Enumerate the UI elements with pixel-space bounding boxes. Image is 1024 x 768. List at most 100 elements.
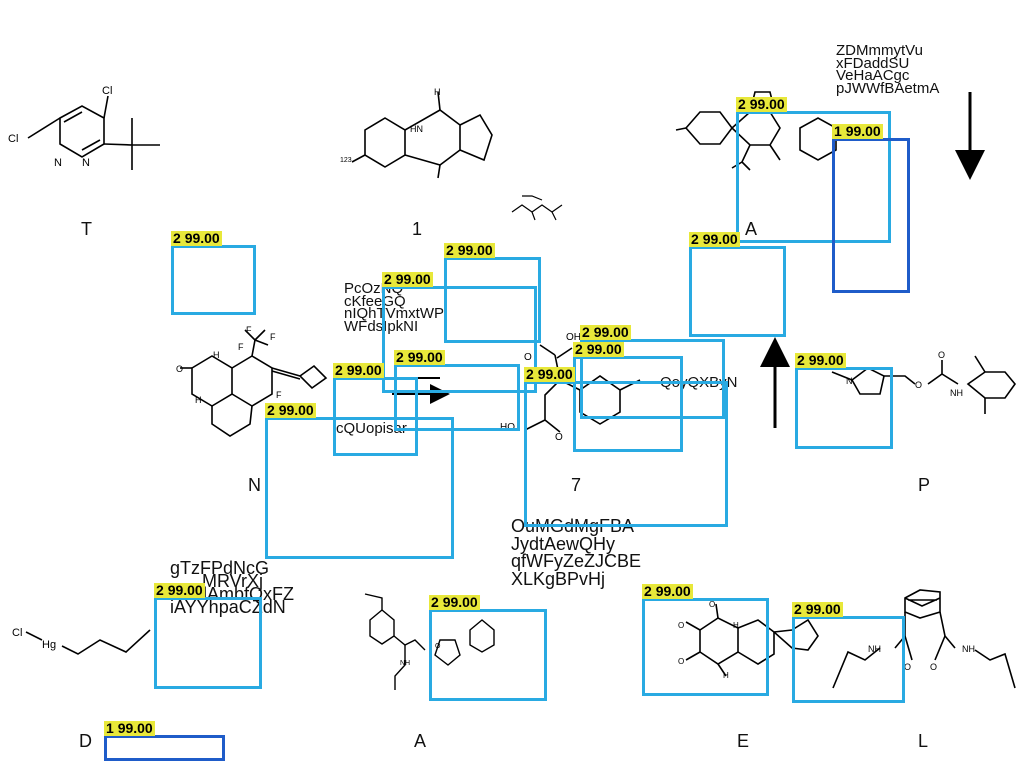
atom-label: O <box>915 380 922 390</box>
atom-label: Cl <box>8 133 18 145</box>
detection-box[interactable]: 1 99.00 <box>104 721 225 761</box>
detection-box[interactable]: 2 99.00 <box>429 595 547 701</box>
atom-label: NH <box>868 644 881 654</box>
text-line: VeHaACgc <box>836 67 910 84</box>
atom-label: NH <box>400 660 410 667</box>
detection-box[interactable]: 2 99.00 <box>394 350 520 431</box>
detection-tag: 2 99.00 <box>154 582 205 598</box>
detection-box[interactable]: 2 99.00 <box>642 584 769 696</box>
text-line: iAYYhpaCZdN <box>170 597 286 617</box>
detection-tag: 1 99.00 <box>104 720 155 736</box>
grid-label: 1 <box>412 219 423 239</box>
grid-label: L <box>918 731 929 751</box>
atom-label: O <box>555 432 563 443</box>
molecule-fragment-small <box>511 195 563 221</box>
detection-box[interactable]: 2 99.00 <box>580 325 725 419</box>
atom-label: F <box>270 332 276 342</box>
detection-box[interactable]: 2 99.00 <box>736 97 891 243</box>
detection-box[interactable]: 2 99.00 <box>333 363 418 456</box>
detection-tag: 2 99.00 <box>795 352 846 368</box>
text-block-top-right: ZDMmmytVu xFDaddSU VeHaACgc pJWWfBAetmA <box>836 42 940 97</box>
molecule-l: NH NH O O <box>832 589 1016 689</box>
atom-label: O <box>709 600 715 609</box>
detection-tag: 2 99.00 <box>573 341 624 357</box>
detection-tag: 2 99.00 <box>429 594 480 610</box>
grid-label: 7 <box>571 475 582 495</box>
text-single-left: cQUopisar <box>336 420 407 437</box>
atom-label: O <box>930 662 937 672</box>
detection-box[interactable]: 2 99.00 <box>524 367 728 527</box>
text-line: WFdsIpkNI <box>344 317 419 335</box>
atom-label: O <box>678 657 684 666</box>
atom-label: HO <box>500 422 515 433</box>
detection-tag: 2 99.00 <box>171 230 222 246</box>
grid-label: E <box>737 731 750 751</box>
detection-tag: 2 99.00 <box>333 362 384 378</box>
atom-label: OH <box>566 332 581 343</box>
atom-label: H <box>733 621 739 630</box>
atom-label: O <box>904 662 911 672</box>
atom-label: O <box>524 352 532 363</box>
detection-tag: 2 99.00 <box>792 601 843 617</box>
detection-box[interactable]: 2 99.00 <box>171 231 256 315</box>
atom-label: O <box>938 350 945 360</box>
molecule-a-bottom: NH O <box>364 593 495 690</box>
detection-tag: 2 99.00 <box>382 271 433 287</box>
atom-label: NH <box>950 388 963 398</box>
text-line: gTzFPdNcG <box>170 558 270 578</box>
detection-tag: 2 99.00 <box>444 242 495 258</box>
molecule-t: Cl Cl N N <box>8 85 160 170</box>
detection-tag: 2 99.00 <box>524 366 575 382</box>
detection-tag: 2 99.00 <box>394 349 445 365</box>
atom-label: N <box>54 157 62 169</box>
atom-label: O <box>176 364 183 374</box>
detection-box[interactable]: 2 99.00 <box>265 403 454 559</box>
text-line: MRVrXj <box>202 571 264 591</box>
molecule-n: O H H F F F F <box>176 325 328 437</box>
text-line: pJWWfBAetmA <box>836 79 940 97</box>
detection-box[interactable]: 2 99.00 <box>444 243 541 343</box>
detection-tag: 2 99.00 <box>642 583 693 599</box>
detection-box[interactable]: 2 99.00 <box>154 583 262 689</box>
atom-label: H <box>434 87 441 97</box>
text-line: qfWFyZeZJCBE <box>511 551 642 571</box>
detection-tag: 2 99.00 <box>580 324 631 340</box>
atom-label: HN <box>410 124 423 134</box>
atom-label: H <box>195 395 202 405</box>
detection-box[interactable]: 2 99.00 <box>573 342 683 452</box>
text-line: XLKgBPvHj <box>511 568 606 589</box>
detection-tag: 2 99.00 <box>689 231 740 247</box>
atom-label: F <box>238 342 244 352</box>
atom-label: N <box>82 157 90 169</box>
grid-label: T <box>81 219 92 239</box>
molecule-d: Cl Hg <box>12 627 151 655</box>
grid-label: N <box>248 475 261 495</box>
detection-box[interactable]: 2 99.00 <box>795 353 893 449</box>
detection-box[interactable]: 2 99.00 <box>382 272 537 393</box>
atom-label: F <box>246 325 252 335</box>
atom-label: N <box>846 376 853 386</box>
text-line: ZDMmmytVu <box>836 42 923 59</box>
grid-label: A <box>414 731 427 751</box>
detection-tag: 2 99.00 <box>265 402 316 418</box>
atom-label: H <box>213 350 220 360</box>
atom-label: Hg <box>42 639 56 651</box>
atom-label: 123 <box>340 157 352 164</box>
molecule-1: HN H 123 <box>340 87 493 179</box>
detection-box[interactable]: 1 99.00 <box>832 124 910 293</box>
atom-label: Cl <box>102 85 112 97</box>
text-line: xFDaddSU <box>836 54 910 72</box>
atom-label: NH <box>962 644 975 654</box>
atom-label: F <box>276 390 282 400</box>
detection-tag: 2 99.00 <box>736 96 787 112</box>
detection-box[interactable]: 2 99.00 <box>689 232 786 337</box>
grid-label: A <box>745 219 758 239</box>
text-line: cKfeeGQ <box>344 292 406 310</box>
atom-label: O <box>678 621 684 630</box>
detection-box[interactable]: 2 99.00 <box>792 602 905 703</box>
atom-label: O <box>435 643 441 650</box>
text-block-center-bottom: OuMGdMgFBA JydtAewQHy qfWFyZeZJCBE XLKgB… <box>511 517 642 589</box>
atom-label: Cl <box>12 627 22 639</box>
atom-label: H <box>723 671 729 680</box>
